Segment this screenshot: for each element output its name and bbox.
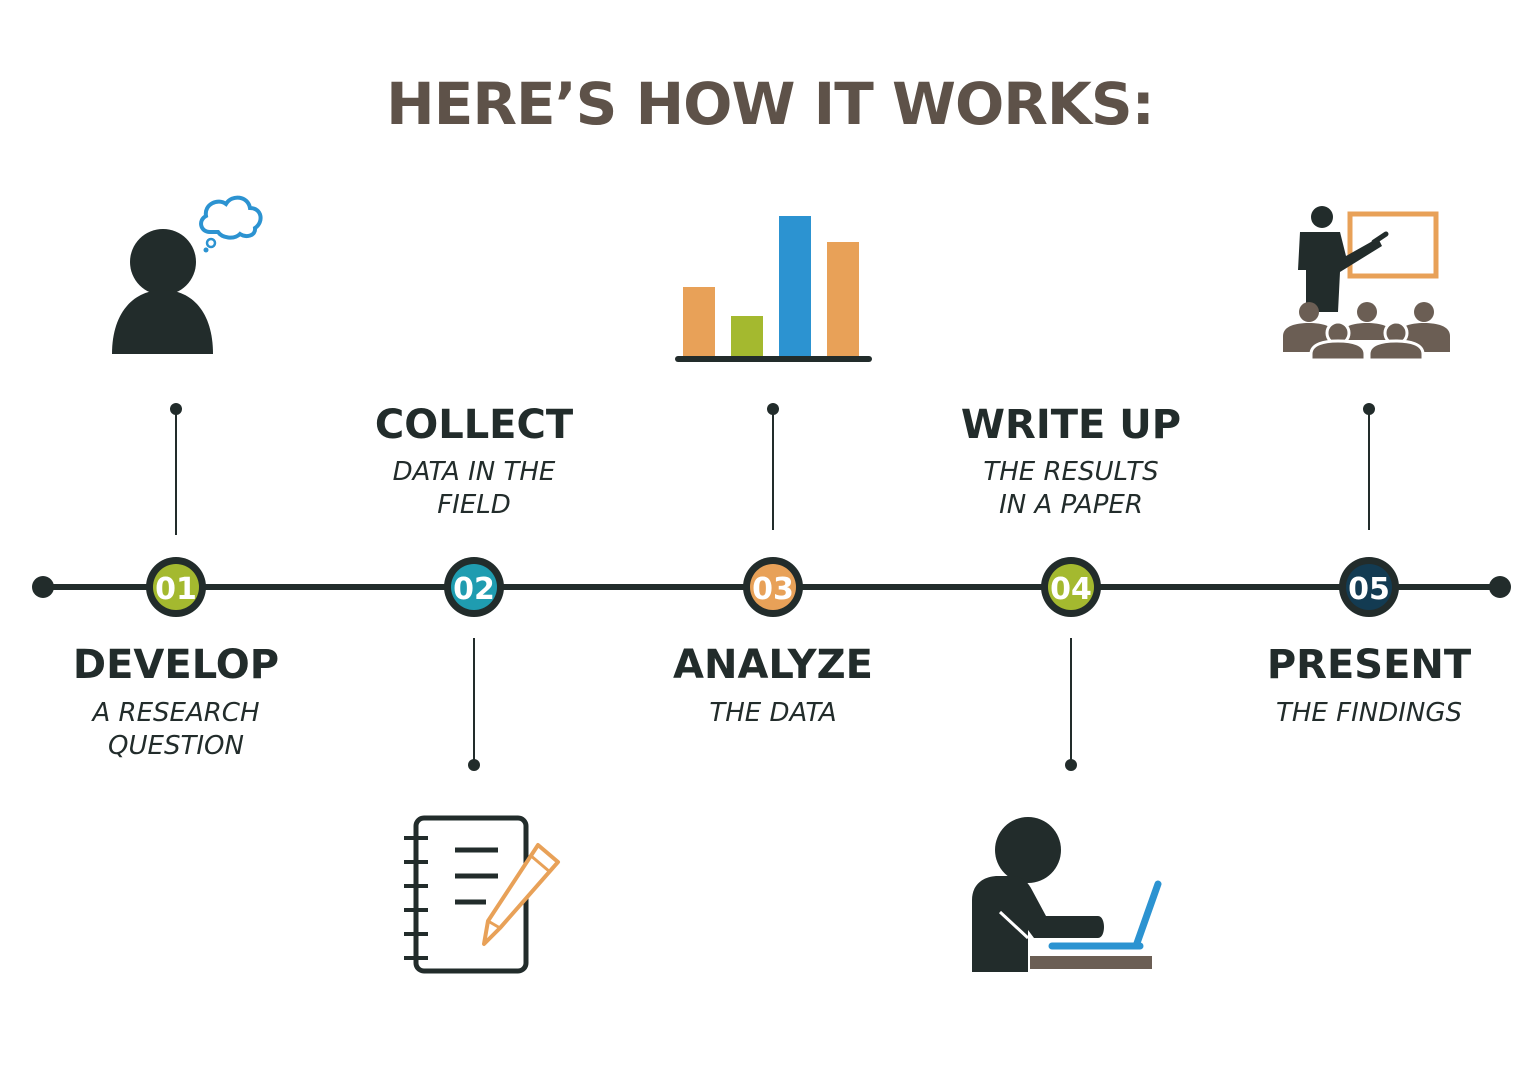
- connector-03: [767, 403, 779, 530]
- step-title-collect: COLLECT: [374, 402, 574, 448]
- step-number-03: 03: [752, 572, 794, 607]
- person-laptop-icon: [972, 817, 1162, 972]
- step-subtitle-collect-line2: FIELD: [437, 490, 511, 520]
- notebook-pencil-icon: [404, 815, 560, 974]
- step-subtitle-develop-line1: A RESEARCH: [92, 698, 260, 728]
- connector-02: [468, 638, 480, 771]
- step-subtitle-write-up-line1: THE RESULTS: [983, 457, 1159, 487]
- step-title-write-up: WRITE UP: [960, 402, 1182, 448]
- step-node-01: 01: [146, 557, 206, 617]
- step-subtitle-write-up-line2: IN A PAPER: [999, 490, 1143, 520]
- step-subtitle-present-line1: THE FINDINGS: [1276, 698, 1462, 728]
- person-thinking-icon: [112, 195, 263, 354]
- timeline-start-dot: [32, 576, 54, 598]
- step-node-03: 03: [743, 557, 803, 617]
- connector-05: [1363, 403, 1375, 530]
- step-subtitle-analyze-line1: THE DATA: [709, 698, 837, 728]
- step-node-04: 04: [1041, 557, 1101, 617]
- bar-chart-icon: [675, 216, 872, 362]
- connector-04: [1065, 638, 1077, 771]
- presenter-audience-icon: [1283, 206, 1450, 362]
- connector-01: [170, 403, 182, 535]
- step-number-05: 05: [1348, 572, 1390, 607]
- step-title-analyze: ANALYZE: [673, 642, 873, 688]
- step-number-04: 04: [1050, 572, 1092, 607]
- step-subtitle-collect-line1: DATA IN THE: [392, 457, 556, 487]
- step-number-02: 02: [453, 572, 495, 607]
- step-title-develop: DEVELOP: [72, 642, 280, 688]
- step-node-05: 05: [1339, 557, 1399, 617]
- step-node-02: 02: [444, 557, 504, 617]
- step-number-01: 01: [155, 572, 197, 607]
- step-title-present: PRESENT: [1266, 642, 1472, 688]
- timeline-end-dot: [1489, 576, 1511, 598]
- page-title: HERE’S HOW IT WORKS:: [386, 70, 1155, 138]
- step-subtitle-develop-line2: QUESTION: [108, 731, 244, 761]
